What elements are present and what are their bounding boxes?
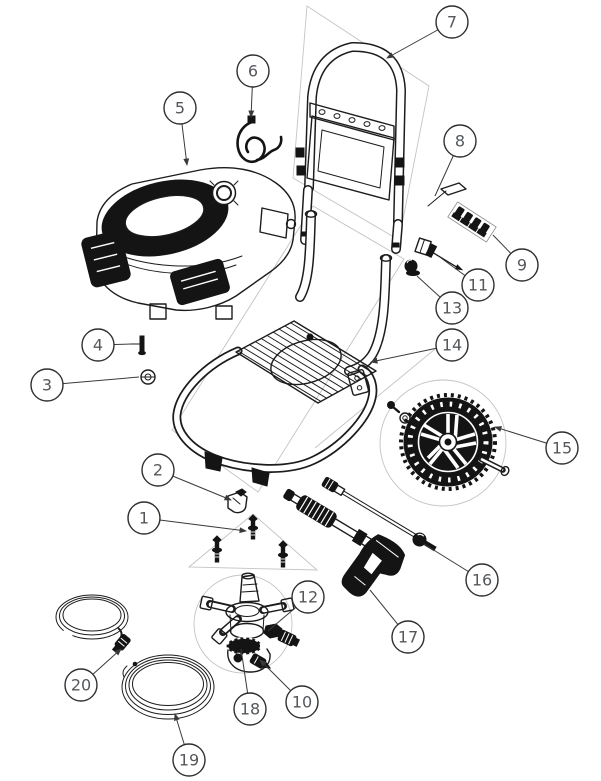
callout-number-15: 15 bbox=[552, 439, 572, 458]
callout-number-5: 5 bbox=[175, 99, 185, 118]
callout-bubble-14 bbox=[435, 328, 469, 362]
callout-bubble-5 bbox=[163, 91, 197, 125]
callout-3-lock-nut: 3 bbox=[30, 368, 140, 402]
callout-bubble-8 bbox=[443, 124, 477, 158]
callout-2-retainer-clip: 2 bbox=[141, 453, 232, 501]
callout-number-20: 20 bbox=[71, 676, 91, 695]
leader-line-1 bbox=[143, 517, 247, 534]
callout-bubble-12 bbox=[291, 580, 325, 614]
callout-bubble-16 bbox=[465, 563, 499, 597]
callout-1-mounting-screws: 1 bbox=[127, 501, 247, 535]
callout-7-handle: 7 bbox=[386, 5, 469, 59]
callout-number-10: 10 bbox=[292, 693, 312, 712]
callout-number-14: 14 bbox=[442, 336, 462, 355]
callout-number-8: 8 bbox=[455, 132, 465, 151]
callout-10-inlet-fitting: 10 bbox=[259, 659, 319, 719]
callout-number-2: 2 bbox=[153, 461, 163, 480]
garden-hose-fitting-part bbox=[277, 629, 301, 647]
callout-8-cleaning-tool: 8 bbox=[434, 124, 477, 197]
cleaning-tool-part bbox=[427, 182, 467, 207]
callout-15-wheel: 15 bbox=[494, 426, 579, 465]
callout-bubble-9 bbox=[505, 248, 539, 282]
callout-number-17: 17 bbox=[398, 628, 418, 647]
callout-bubble-11 bbox=[461, 268, 495, 302]
callout-bubble-6 bbox=[236, 54, 270, 88]
callout-18-pump: 18 bbox=[233, 648, 267, 726]
callout-5-engine: 5 bbox=[163, 91, 197, 166]
callout-bubble-2 bbox=[141, 453, 175, 487]
callout-number-11: 11 bbox=[468, 276, 488, 295]
callout-number-4: 4 bbox=[93, 336, 103, 355]
callout-14-cart-frame: 14 bbox=[370, 328, 469, 364]
callout-13-cap: 13 bbox=[416, 275, 469, 325]
wire-clip-part bbox=[236, 115, 283, 164]
cap-part bbox=[404, 259, 420, 276]
callout-number-12: 12 bbox=[298, 588, 318, 607]
callout-number-3: 3 bbox=[42, 376, 52, 395]
callout-bubble-4 bbox=[81, 328, 115, 362]
callout-bubble-1 bbox=[127, 501, 161, 535]
wheel-washer-part bbox=[399, 412, 411, 424]
mounting-screws-part bbox=[211, 514, 289, 568]
retainer-clip-part bbox=[227, 488, 248, 514]
callout-6-wire-clip: 6 bbox=[236, 54, 270, 118]
callout-17-spray-gun: 17 bbox=[369, 589, 425, 654]
spray-lance-part bbox=[321, 476, 437, 552]
fastener-pin-part bbox=[130, 335, 146, 356]
callout-19-high-pressure-hose: 19 bbox=[172, 713, 206, 777]
callout-number-6: 6 bbox=[248, 62, 258, 81]
callout-number-7: 7 bbox=[447, 13, 457, 32]
callout-number-13: 13 bbox=[442, 299, 462, 318]
lock-nut-part bbox=[140, 369, 156, 385]
axle-bolt-part bbox=[478, 456, 510, 477]
callout-4-fastener-pin: 4 bbox=[81, 328, 132, 362]
wheel-part bbox=[399, 393, 497, 491]
nozzle-set-part bbox=[447, 201, 497, 243]
callout-number-1: 1 bbox=[139, 509, 149, 528]
callout-bubble-17 bbox=[391, 620, 425, 654]
callout-number-19: 19 bbox=[179, 751, 199, 770]
callout-12-outlet-fitting: 12 bbox=[267, 580, 325, 632]
spray-gun-part bbox=[283, 488, 406, 597]
callout-bubble-3 bbox=[30, 368, 64, 402]
callout-bubble-10 bbox=[285, 685, 319, 719]
callout-bubble-18 bbox=[233, 692, 267, 726]
siphon-tube-part bbox=[55, 594, 131, 655]
engine-part bbox=[81, 167, 297, 320]
callout-bubble-7 bbox=[435, 5, 469, 39]
callout-bubble-15 bbox=[545, 431, 579, 465]
callout-number-9: 9 bbox=[517, 256, 527, 275]
callout-bubble-20 bbox=[64, 668, 98, 702]
callout-20-siphon-tube: 20 bbox=[64, 648, 122, 702]
high-pressure-hose-part bbox=[121, 654, 215, 720]
callout-9-nozzle-set: 9 bbox=[492, 234, 539, 282]
callout-number-16: 16 bbox=[472, 571, 492, 590]
frame-part bbox=[172, 210, 393, 487]
callout-16-spray-lance: 16 bbox=[423, 543, 499, 597]
callout-number-18: 18 bbox=[240, 700, 260, 719]
callout-11-soap-nozzle: 11 bbox=[440, 257, 495, 302]
callout-bubble-13 bbox=[435, 291, 469, 325]
wheel-key-part bbox=[387, 401, 401, 414]
soap-nozzle-part bbox=[414, 237, 464, 271]
pump-part bbox=[199, 572, 301, 673]
callout-bubble-19 bbox=[172, 743, 206, 777]
